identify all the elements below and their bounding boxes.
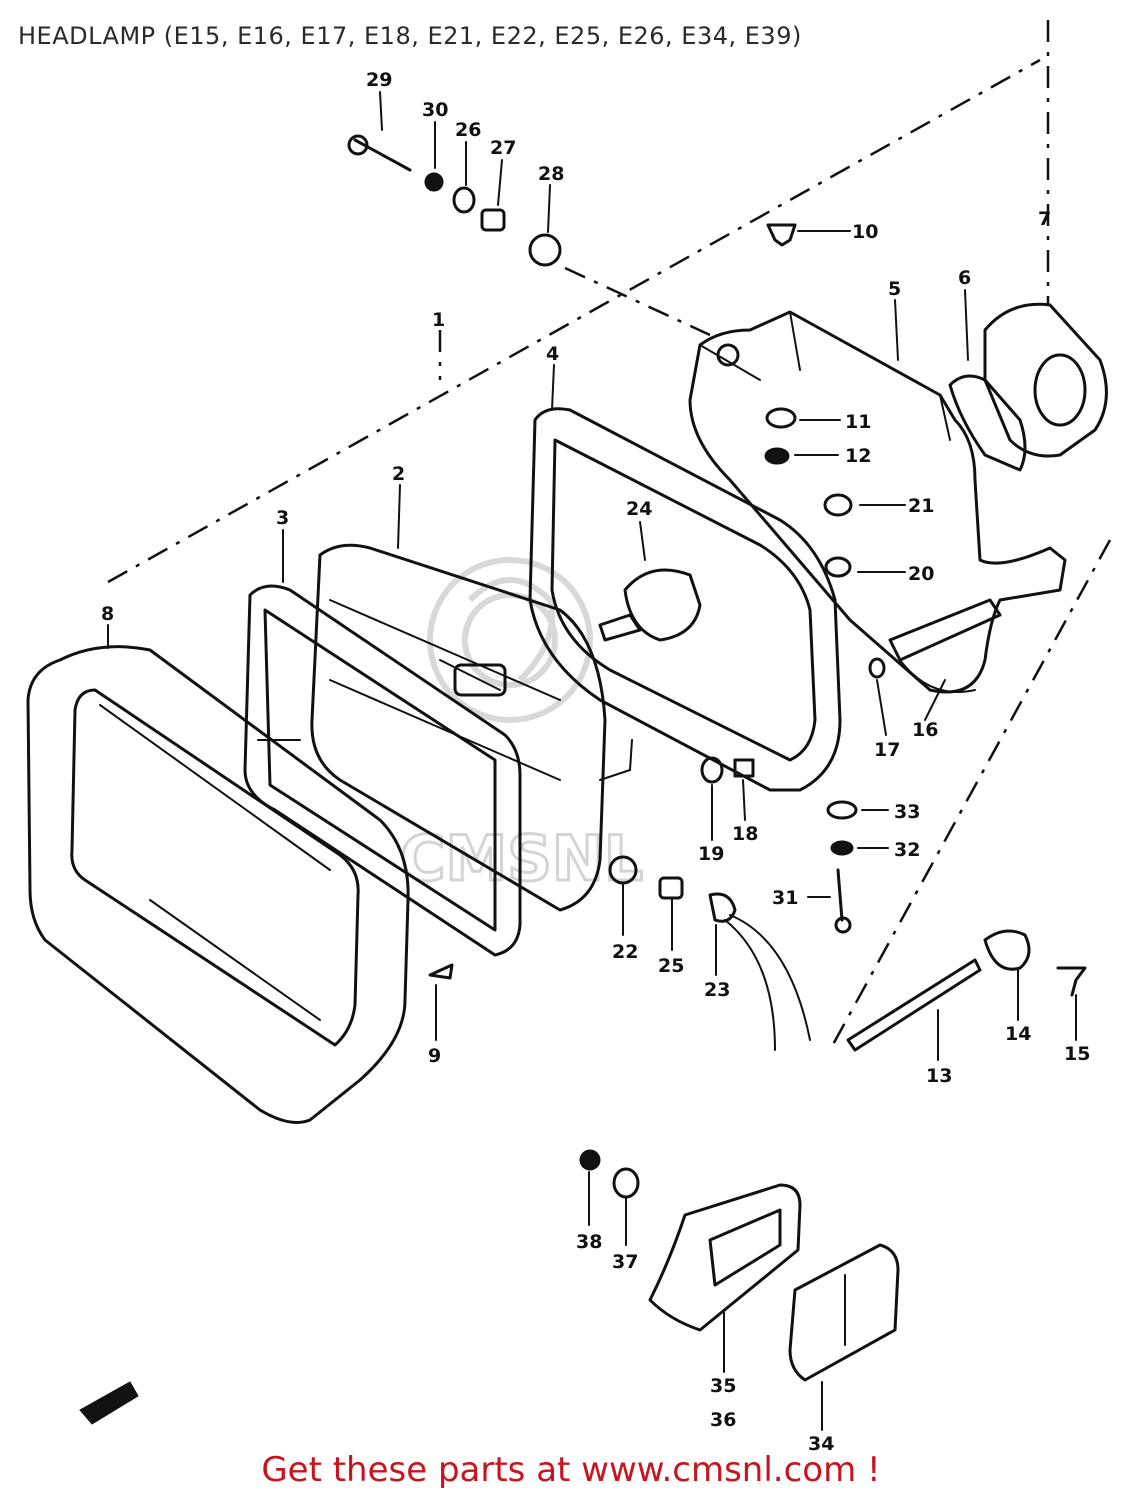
- callout-13: 13: [926, 1065, 952, 1087]
- callout-4: 4: [546, 343, 559, 365]
- callout-25: 25: [658, 955, 684, 977]
- svg-text:CMSNL: CMSNL: [400, 822, 643, 895]
- small-fasteners: [347, 134, 1087, 1199]
- callout-37: 37: [612, 1251, 638, 1273]
- callout-20: 20: [908, 563, 934, 585]
- callout-10: 10: [852, 221, 878, 243]
- callout-27: 27: [490, 137, 516, 159]
- part-5-bracket: [688, 310, 1067, 694]
- callout-15: 15: [1064, 1043, 1090, 1065]
- part-7-lamp-cover: [983, 302, 1108, 458]
- callout-24: 24: [626, 498, 652, 520]
- cmsnl-watermark: CMSNL: [399, 557, 645, 897]
- part-35-36-reflector-base: [648, 1183, 802, 1332]
- callout-2: 2: [392, 463, 405, 485]
- callout-5: 5: [888, 278, 901, 300]
- callout-28: 28: [538, 163, 564, 185]
- callout-34: 34: [808, 1433, 834, 1455]
- callout-36: 36: [710, 1409, 736, 1431]
- callout-9: 9: [428, 1045, 441, 1067]
- leader-lines: [107, 91, 1077, 1431]
- part-2-sealed-beam: [310, 543, 633, 912]
- part-4-mounting-rim: [528, 407, 842, 792]
- part-3-lens-rim: [243, 584, 522, 957]
- callout-11: 11: [845, 411, 871, 433]
- part-16-reflector: [888, 598, 1002, 693]
- callout-7: 7: [1038, 208, 1051, 230]
- diagram-title: HEADLAMP (E15, E16, E17, E18, E21, E22, …: [18, 22, 802, 50]
- callout-33: 33: [894, 801, 920, 823]
- part-6-socket: [948, 374, 1027, 472]
- cmsnl-promo-link[interactable]: Get these parts at www.cmsnl.com !: [261, 1450, 881, 1490]
- callout-6: 6: [958, 267, 971, 289]
- callout-18: 18: [732, 823, 758, 845]
- callout-35: 35: [710, 1375, 736, 1397]
- callout-38: 38: [576, 1231, 602, 1253]
- callout-23: 23: [704, 979, 730, 1001]
- callout-17: 17: [874, 739, 900, 761]
- callout-22: 22: [612, 941, 638, 963]
- callout-29: 29: [366, 69, 392, 91]
- front-arrow-icon: [79, 1381, 139, 1425]
- callout-1: 1: [432, 309, 445, 331]
- callout-8: 8: [101, 603, 114, 625]
- part-13-adjusting-bolt: [846, 929, 1031, 1052]
- callout-30: 30: [422, 99, 448, 121]
- callout-16: 16: [912, 719, 938, 741]
- callout-14: 14: [1005, 1023, 1031, 1045]
- part-24-bulb-socket: [598, 568, 702, 642]
- part-8-headlamp-housing: [26, 645, 410, 1124]
- callout-26: 26: [455, 119, 481, 141]
- callout-numbers: 1 2 3 4 5 6 7 8 9 10 11 12 13 14 15 16 1…: [101, 69, 1090, 1455]
- callout-32: 32: [894, 839, 920, 861]
- guide-lines: [107, 20, 1112, 1051]
- callout-31: 31: [772, 887, 798, 909]
- callout-12: 12: [845, 445, 871, 467]
- callout-21: 21: [908, 495, 934, 517]
- part-34-reflector: [788, 1243, 900, 1382]
- callout-19: 19: [698, 843, 724, 865]
- callout-3: 3: [276, 507, 289, 529]
